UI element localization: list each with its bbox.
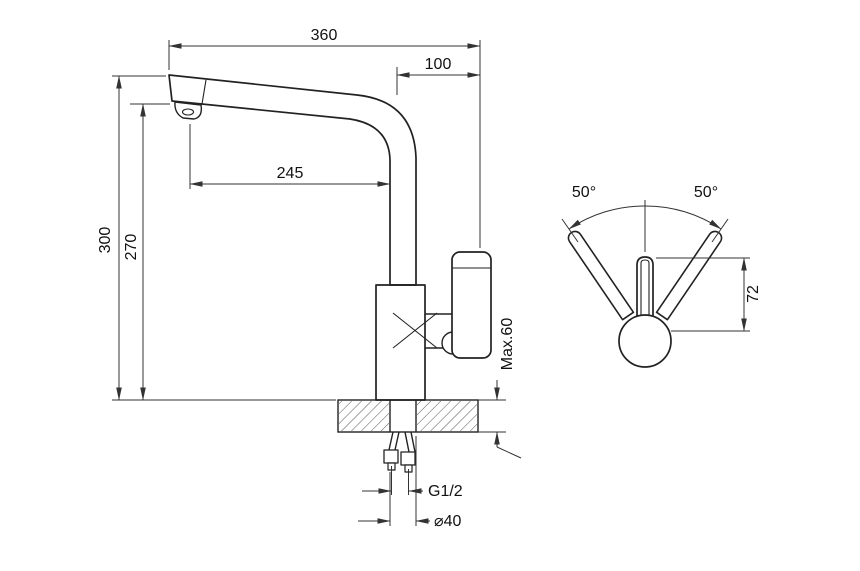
valve-cross-line bbox=[392, 312, 438, 349]
dim-lever-label: 72 bbox=[745, 285, 762, 303]
top-view: 50° 50° 72 bbox=[561, 184, 762, 368]
dim-swivel-angle-left-label: 50° bbox=[572, 184, 596, 201]
side-view bbox=[168, 74, 492, 473]
dim-overall-height: 300 bbox=[97, 75, 336, 401]
dim-spout-height: 270 bbox=[123, 103, 170, 401]
countertop-outline bbox=[337, 399, 479, 433]
aerator-nozzle bbox=[174, 101, 203, 120]
lever-axis-extension-left bbox=[561, 218, 579, 243]
dim-overall-width-label: 360 bbox=[311, 27, 338, 44]
dim-spout-reach: 245 bbox=[189, 124, 391, 189]
dim-lever: 72 bbox=[656, 257, 762, 332]
dim-hole-diameter: ⌀40 bbox=[358, 436, 462, 530]
angle-arc-right bbox=[644, 205, 722, 230]
dim-overall-height-label: 300 bbox=[97, 227, 114, 254]
hose-fitting-left bbox=[383, 449, 399, 464]
dim-countertop-max-label: Max.60 bbox=[499, 318, 516, 371]
aerator-outlet bbox=[181, 108, 195, 116]
side-outlet bbox=[451, 251, 492, 359]
countertop-hatch-right bbox=[417, 401, 477, 431]
countertop-hatch-left bbox=[339, 401, 389, 431]
lever-axis-extension-right bbox=[711, 218, 729, 243]
dim-countertop-max: Max.60 bbox=[478, 318, 522, 459]
side-view-dimensions: 360 100 245 300 bbox=[97, 27, 522, 530]
supply-hoses bbox=[383, 431, 416, 473]
countertop bbox=[337, 399, 479, 433]
angle-arc-left bbox=[568, 205, 646, 230]
top-faucet-base bbox=[618, 314, 672, 368]
top-spout-tube-outer bbox=[636, 256, 654, 319]
dim-spout-height-label: 270 bbox=[123, 234, 140, 261]
dim-swivel-angle-right-label: 50° bbox=[694, 184, 718, 201]
dim-hole-diameter-label: ⌀40 bbox=[434, 513, 462, 530]
lever-right bbox=[655, 230, 723, 321]
dim-outlet-offset-label: 100 bbox=[425, 56, 452, 73]
spout-tip-separator bbox=[201, 79, 207, 105]
dim-overall-width: 360 bbox=[168, 27, 481, 248]
dim-thread-size: G1/2 bbox=[362, 466, 463, 500]
lever-left bbox=[567, 230, 635, 321]
hose-fitting-right bbox=[400, 451, 416, 466]
dim-outlet-offset: 100 bbox=[396, 56, 481, 95]
top-spout-tube-inner bbox=[640, 259, 650, 316]
dim-spout-reach-label: 245 bbox=[277, 165, 304, 182]
dim-thread-size-label: G1/2 bbox=[428, 483, 463, 500]
